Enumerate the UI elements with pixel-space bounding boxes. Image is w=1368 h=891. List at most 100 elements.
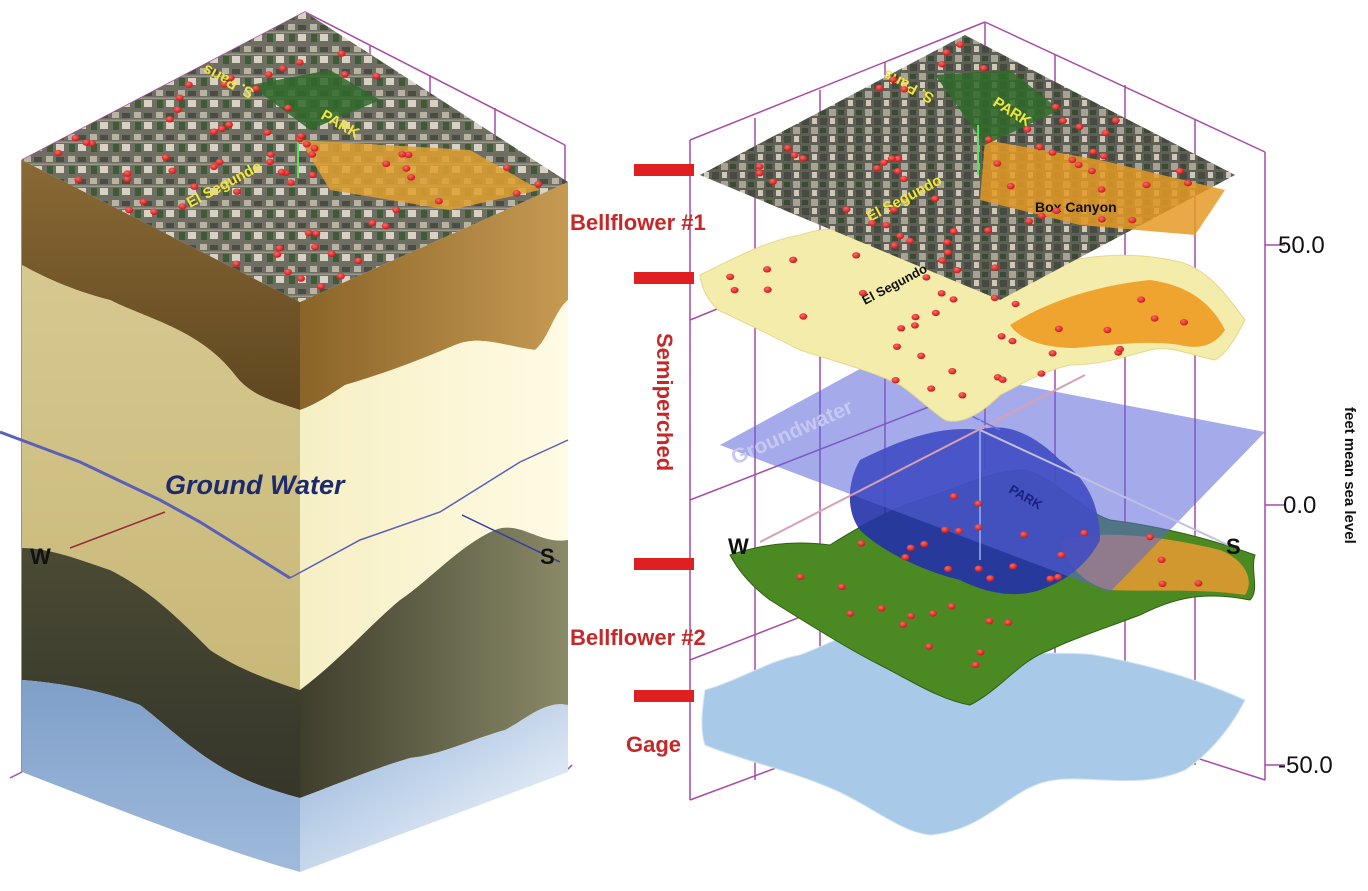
observation-point <box>897 325 906 332</box>
observation-point <box>947 603 956 610</box>
observation-point <box>852 252 861 259</box>
left-groundwater-line-right <box>289 439 569 579</box>
observation-point <box>730 286 739 294</box>
observation-point <box>215 158 224 166</box>
observation-point <box>252 85 261 92</box>
axis-tick-50: 50.0 <box>1278 232 1325 259</box>
observation-point <box>190 183 199 190</box>
observation-point <box>984 136 993 143</box>
observation-point <box>879 159 888 166</box>
observation-point <box>993 160 1002 167</box>
observation-point <box>875 84 884 92</box>
observation-point <box>979 65 988 72</box>
observation-point <box>277 168 286 176</box>
observation-point <box>906 237 915 245</box>
right-compass-south: S <box>1226 534 1241 559</box>
observation-point <box>1103 326 1112 334</box>
observation-point <box>74 176 83 183</box>
observation-point <box>990 294 999 302</box>
observation-point <box>1116 345 1124 353</box>
observation-point <box>889 76 898 83</box>
observation-point <box>943 239 952 246</box>
observation-point <box>150 208 159 215</box>
observation-point <box>337 50 346 57</box>
observation-point <box>402 165 411 172</box>
observation-point <box>768 178 777 185</box>
left-observation-points <box>54 50 543 290</box>
observation-point <box>302 141 311 148</box>
observation-point <box>858 289 867 297</box>
left-groundwater-label: Ground Water <box>165 470 346 500</box>
observation-point <box>1089 148 1098 155</box>
observation-point <box>233 188 241 195</box>
observation-point <box>893 343 901 350</box>
observation-point <box>857 540 866 547</box>
observation-point <box>949 228 958 235</box>
observation-point <box>925 643 933 650</box>
observation-point <box>1158 580 1167 587</box>
observation-point <box>927 385 936 392</box>
observation-point <box>1111 117 1120 124</box>
observation-point <box>763 286 772 293</box>
observation-point <box>971 661 980 669</box>
observation-point <box>799 155 807 162</box>
observation-point <box>311 243 319 251</box>
observation-point <box>1009 563 1018 570</box>
observation-point <box>1146 533 1154 541</box>
observation-point <box>1011 300 1020 308</box>
observation-point <box>790 152 799 159</box>
right-section-line-west <box>759 374 1086 543</box>
observation-point <box>372 72 381 80</box>
observation-point <box>327 250 336 257</box>
right-face-dark-layer <box>300 527 568 798</box>
observation-point <box>931 195 940 202</box>
observation-point <box>210 128 218 135</box>
observation-point <box>1004 619 1013 626</box>
observation-point <box>304 229 313 237</box>
observation-point <box>877 605 886 612</box>
observation-point <box>316 283 325 290</box>
observation-point <box>928 610 937 617</box>
observation-point <box>954 527 963 535</box>
axis-tick-0: 0.0 <box>1283 492 1316 519</box>
observation-point <box>998 376 1007 383</box>
observation-point <box>392 206 401 214</box>
observation-point <box>986 575 995 582</box>
observation-point <box>1075 123 1084 130</box>
observation-point <box>123 176 132 183</box>
observation-point <box>161 154 170 161</box>
observation-point <box>125 206 133 214</box>
observation-point <box>381 222 390 230</box>
observation-point <box>1184 179 1192 187</box>
left-face-sand-layer <box>22 265 300 690</box>
observation-point <box>937 290 946 297</box>
layer-label-bellflower-2: Bellflower #2 <box>570 625 706 650</box>
observation-point <box>1142 181 1151 189</box>
box-canyon-orange-mid <box>1010 280 1225 348</box>
observation-point <box>398 151 407 158</box>
observation-point <box>900 86 909 93</box>
observation-point <box>1037 212 1046 220</box>
observation-point <box>893 168 902 175</box>
observation-point <box>434 197 443 205</box>
observation-point <box>922 274 931 281</box>
observation-point <box>985 617 994 625</box>
observation-point <box>842 206 851 213</box>
observation-point <box>1150 315 1159 322</box>
right-face-sand-layer <box>300 300 568 690</box>
left-section-line-south <box>461 514 561 563</box>
groundwater-plane <box>720 358 1265 592</box>
layer-label-gage: Gage <box>626 732 681 757</box>
observation-point <box>1052 207 1061 214</box>
observation-point <box>225 121 233 128</box>
observation-point <box>1157 556 1166 563</box>
observation-point <box>920 540 929 548</box>
observation-point <box>906 612 915 619</box>
observation-point <box>1048 350 1057 357</box>
observation-point <box>949 493 958 500</box>
observation-point <box>123 170 132 177</box>
observation-point <box>340 71 349 78</box>
observation-point <box>308 151 317 158</box>
observation-point <box>944 565 953 573</box>
